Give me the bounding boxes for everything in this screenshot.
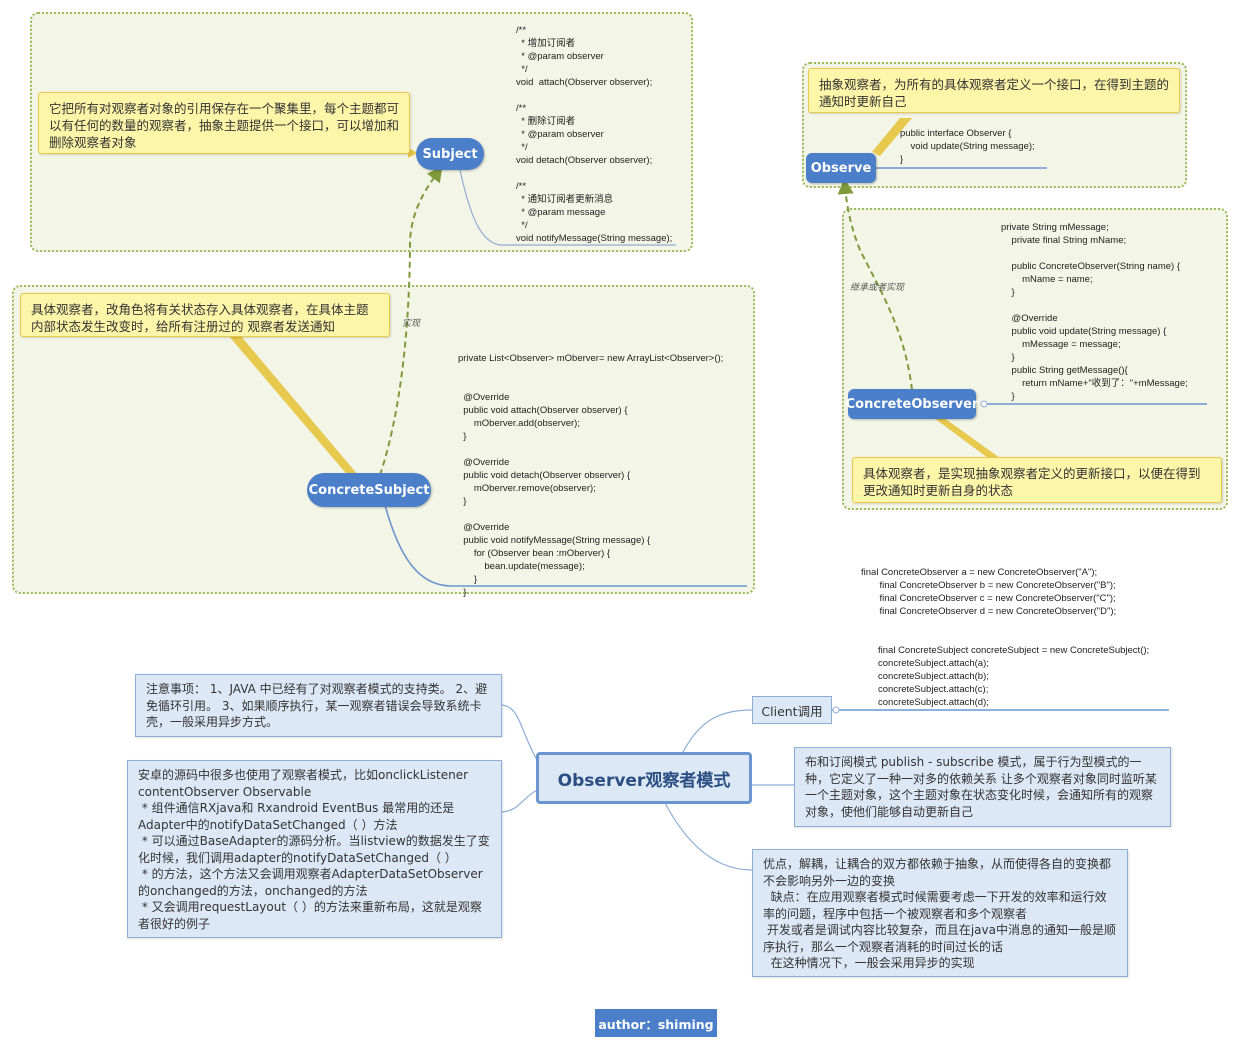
inheritance-arrow xyxy=(837,178,913,391)
concrete-subject-node[interactable]: ConcreteSubject xyxy=(307,473,431,507)
subject-note: 它把所有对观察者对象的引用保存在一个聚集里，每个主题都可以有任何的数量的观察者，… xyxy=(38,92,410,154)
subject-code-branch xyxy=(459,169,676,246)
concrete-subject-callout-wedge xyxy=(228,335,358,478)
observe-node[interactable]: Observe xyxy=(806,153,876,183)
android-note: 安卓的源码中很多也使用了观察者模式，比如onclickListener cont… xyxy=(127,760,502,938)
client-node[interactable]: Client调用 xyxy=(752,696,832,724)
branch-android xyxy=(501,789,538,813)
observe-callout-wedge xyxy=(872,118,912,156)
branch-attention xyxy=(501,704,538,761)
concrete-observer-callout-wedge xyxy=(930,415,1000,458)
attention-note: 注意事项： 1、JAVA 中已经有了对观察者模式的支持类。 2、避免循环引用。 … xyxy=(135,674,502,737)
branch-pros-cons xyxy=(664,802,753,871)
author-badge: author：shiming xyxy=(595,1009,717,1037)
pros-cons-note: 优点，解耦，让耦合的双方都依赖于抽象，从而使得各自的变换都不会影响另外一边的变换… xyxy=(752,849,1128,977)
concrete-subject-code: private List<Observer> mOberver= new Arr… xyxy=(458,353,724,598)
observe-note: 抽象观察者，为所有的具体观察者定义一个接口，在得到主题的通知时更新自己 xyxy=(808,68,1180,113)
realization-label: 实现 xyxy=(402,319,421,329)
definition-note: 布和订阅模式 publish - subscribe 模式，属于行为型模式的一种… xyxy=(794,747,1171,827)
branch-client xyxy=(682,709,753,753)
inheritance-label: 继承或者实现 xyxy=(850,283,905,293)
client-code-top: final ConcreteObserver a = new ConcreteO… xyxy=(861,567,1117,617)
subject-code: /** * 增加订阅者 * @param observer */ void at… xyxy=(516,25,673,244)
concrete-observer-code: private String mMessage; private final S… xyxy=(1001,222,1188,402)
realization-arrow xyxy=(379,165,443,476)
concrete-observer-node[interactable]: ConcreteObserver xyxy=(846,389,978,419)
client-code-bottom: final ConcreteSubject concreteSubject = … xyxy=(878,645,1150,708)
concrete-observer-note: 具体观察者，是实现抽象观察者定义的更新接口，以便在得到更改通知时更新自身的状态 xyxy=(852,457,1222,503)
subject-node[interactable]: Subject xyxy=(416,138,484,170)
observe-code: public interface Observer { void update(… xyxy=(900,128,1035,165)
concrete-subject-code-branch xyxy=(384,504,747,587)
concrete-subject-note: 具体观察者，改角色将有关状态存入具体观察者，在具体主题内部状态发生改变时，给所有… xyxy=(20,293,390,337)
main-topic[interactable]: Observer观察者模式 xyxy=(536,752,752,804)
subject-callout-wedge xyxy=(408,148,418,158)
